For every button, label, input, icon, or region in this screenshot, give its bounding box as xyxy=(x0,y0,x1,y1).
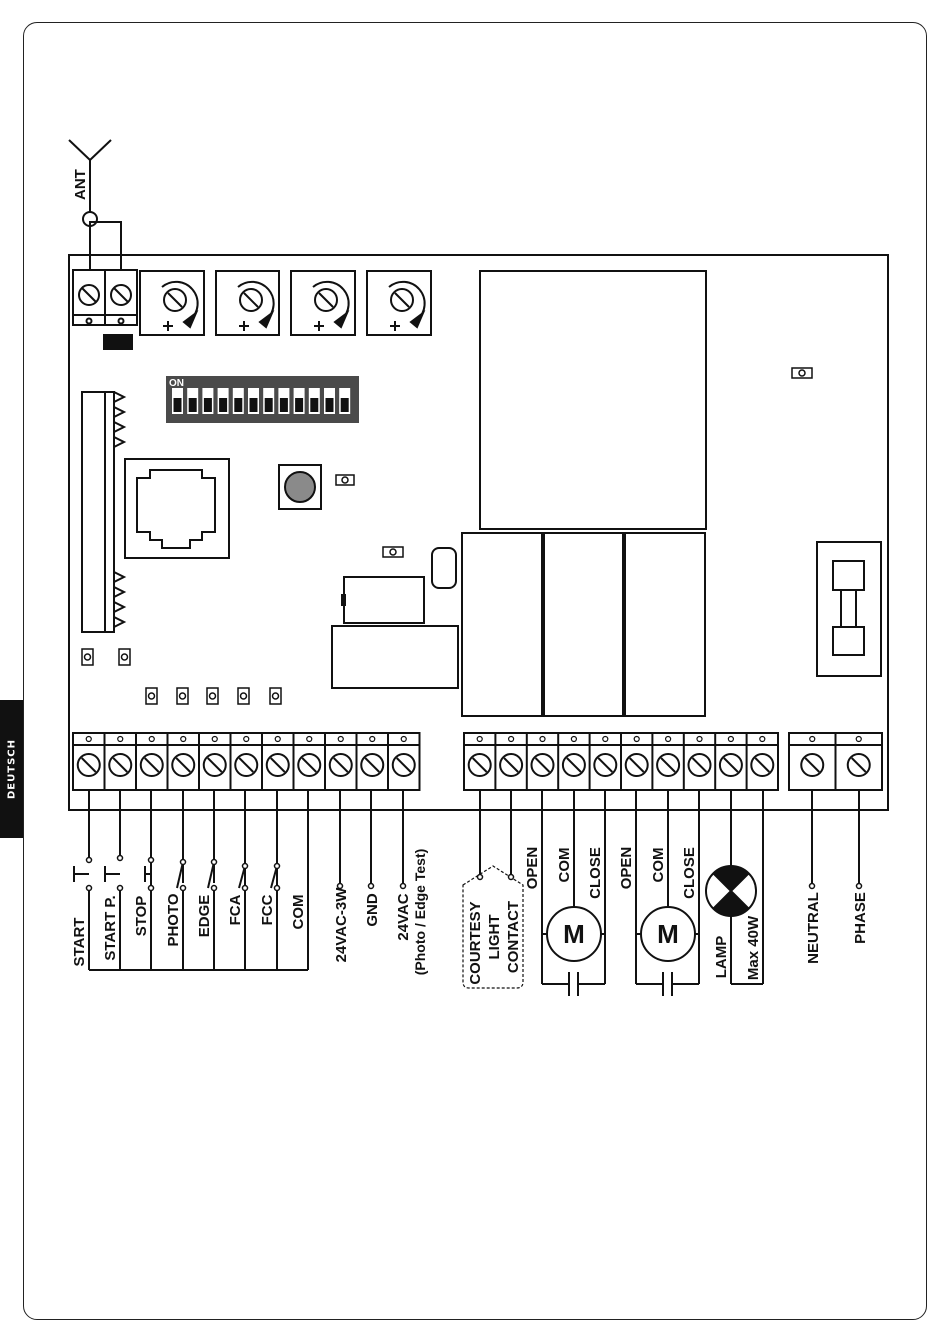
label-neutral: NEUTRAL xyxy=(805,892,822,964)
dip-switch-knob xyxy=(341,398,349,412)
antenna-label: ANT xyxy=(72,169,89,200)
dip-on-label: ON xyxy=(169,378,184,389)
dip-switch-knob xyxy=(326,398,334,412)
dip-switch-knob xyxy=(174,398,182,412)
dip-switch-knob xyxy=(204,398,212,412)
label-24vac-sub: (Photo / Edge Test) xyxy=(412,849,428,976)
dip-switch-knob xyxy=(189,398,197,412)
label-24vac: 24VAC xyxy=(395,893,412,940)
label-fca: FCA xyxy=(227,894,244,925)
dip-switch-knob xyxy=(295,398,303,412)
label-motor1-com: COM xyxy=(556,848,573,883)
label-contact: CONTACT xyxy=(505,901,522,973)
dip-switch-knob xyxy=(280,398,288,412)
jumper-block xyxy=(104,335,132,349)
label-photo: PHOTO xyxy=(165,893,182,946)
lamp-icon xyxy=(706,865,756,916)
dip-switch-knob xyxy=(234,398,242,412)
dip-switch-knob xyxy=(219,398,227,412)
motor-1-symbol: M xyxy=(563,919,585,949)
label-motor2-close: CLOSE xyxy=(681,847,698,899)
dip-switch-knob xyxy=(310,398,318,412)
label-com: COM xyxy=(290,895,307,930)
label-start-p: START P. xyxy=(102,895,119,960)
motor-2-icon: M xyxy=(641,907,695,961)
label-motor1-open: OPEN xyxy=(524,847,541,890)
label-start: START xyxy=(71,918,88,967)
label-courtesy: COURTESY xyxy=(467,901,484,984)
dip-switch-knob xyxy=(265,398,273,412)
label-lamp-rating: Max 40W xyxy=(745,915,762,980)
label-lamp: LAMP xyxy=(713,936,730,979)
dip-switch-knob xyxy=(250,398,258,412)
label-gnd: GND xyxy=(364,893,381,927)
motor-1-icon: M xyxy=(547,907,601,961)
label-edge: EDGE xyxy=(196,895,213,938)
label-motor2-open: OPEN xyxy=(618,847,635,890)
antenna-icon xyxy=(69,140,121,270)
dip-switch[interactable]: ON xyxy=(166,376,359,423)
label-motor2-com: COM xyxy=(650,848,667,883)
motor-2-symbol: M xyxy=(657,919,679,949)
label-fcc: FCC xyxy=(259,894,276,925)
label-light: LIGHT xyxy=(486,915,503,960)
label-phase: PHASE xyxy=(852,892,869,944)
label-motor1-close: CLOSE xyxy=(587,847,604,899)
label-stop: STOP xyxy=(133,896,150,937)
label-24vac-3w: 24VAC-3W xyxy=(333,887,350,963)
